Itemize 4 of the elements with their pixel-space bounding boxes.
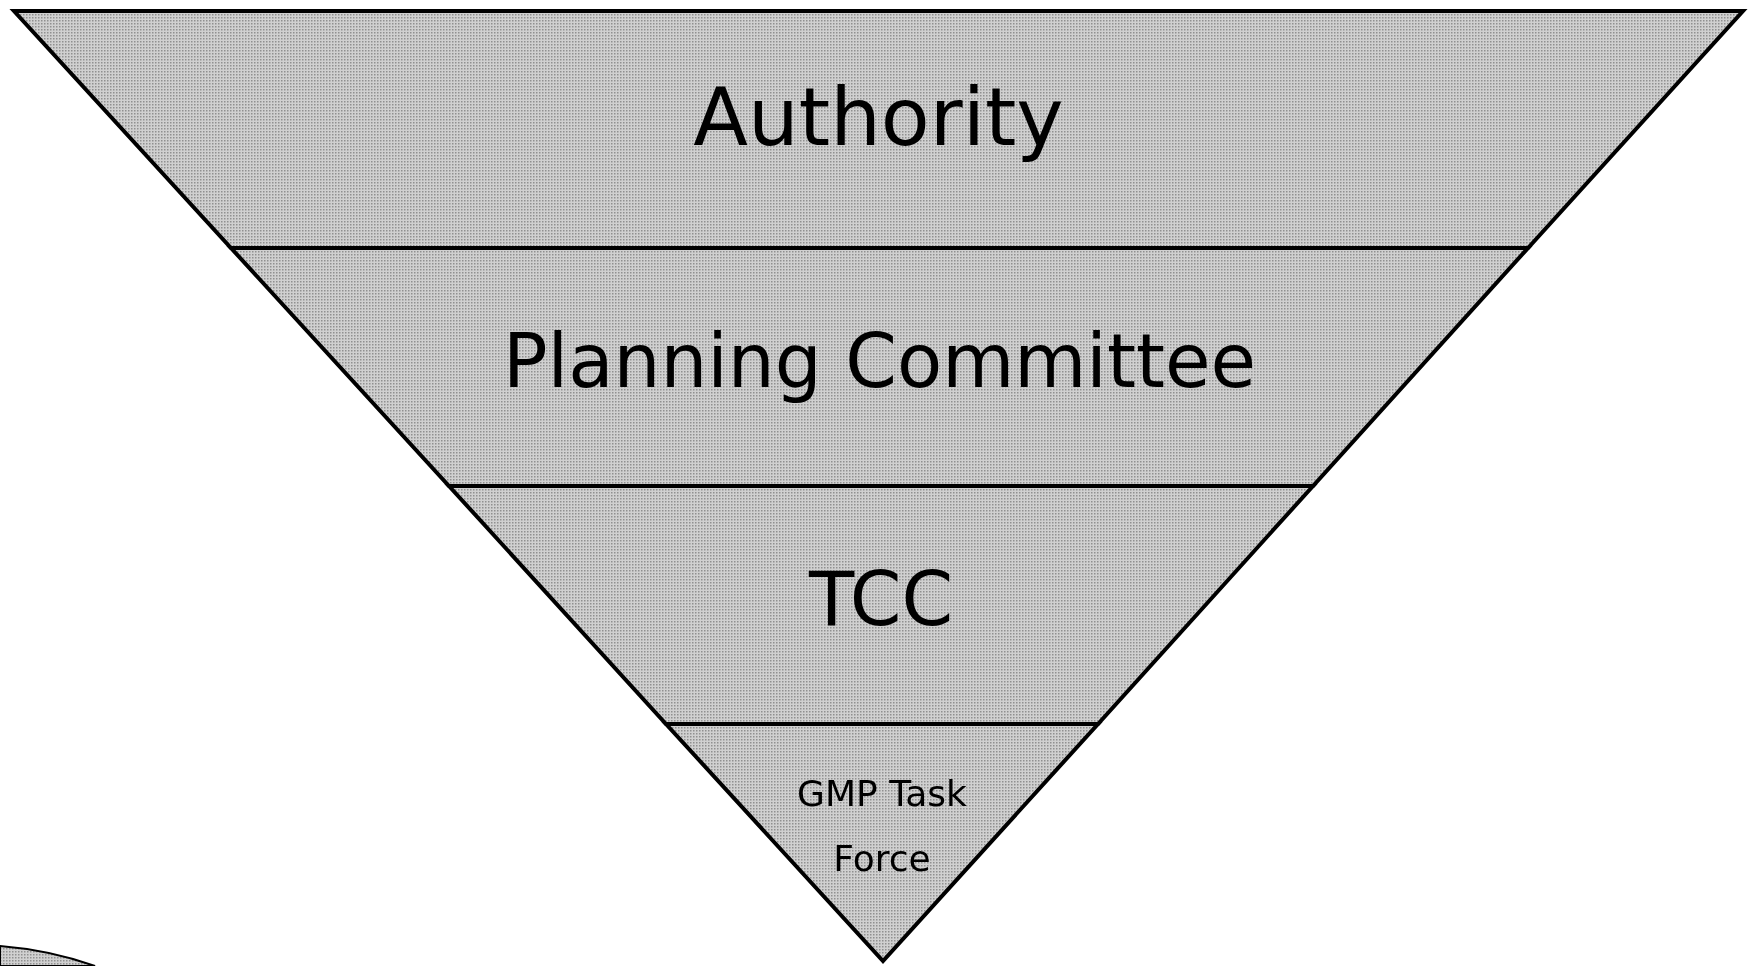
band-label: GMP Task Force [796, 772, 968, 881]
band-label: Planning Committee [501, 318, 1257, 404]
band-label: Authority [692, 71, 1065, 164]
band-label: TCC [807, 556, 955, 642]
